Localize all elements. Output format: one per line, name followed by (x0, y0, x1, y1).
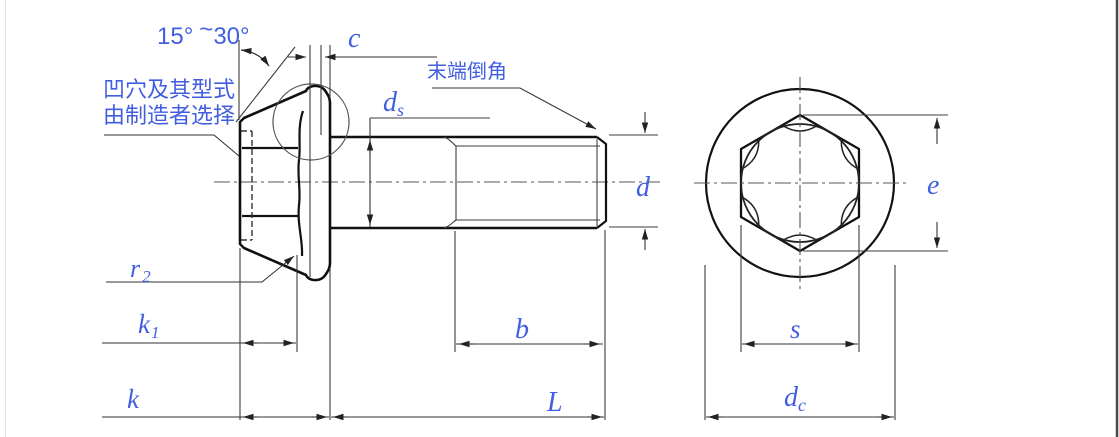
recess-note-line1: 凹穴及其型式 (103, 77, 235, 102)
hidden-recess-dashed-lines (241, 130, 253, 241)
shank-outline (330, 135, 597, 230)
extension-lines-end-view (704, 114, 948, 420)
r2-main: r (130, 254, 141, 283)
dim-label-c: c (348, 23, 361, 54)
k1-sub: 1 (151, 323, 160, 342)
k1-main: k (138, 309, 151, 339)
angle-dimension-arc (240, 47, 270, 67)
dim-label-dc: dc (784, 382, 806, 415)
hex-flange-junction-line (297, 110, 305, 257)
dim-label-b: b (515, 314, 529, 345)
bolt-head-flange-outline (238, 84, 332, 282)
dim-label-ds: ds (383, 87, 404, 120)
ds-main: d (383, 87, 398, 118)
angle-max: 30° (213, 23, 249, 50)
dim-label-L: L (546, 387, 563, 418)
dim-label-k1: k1 (138, 309, 159, 342)
bolt-end-chamfer-outline (596, 136, 608, 229)
dc-main: d (784, 382, 799, 413)
recess-note-line2: 由制造者选择 (103, 103, 235, 128)
ds-sub: s (397, 100, 404, 120)
angle-label: 15°~30° (157, 16, 250, 50)
end-chamfer-note: 末端倒角 (427, 60, 507, 83)
angle-tilde: ~ (199, 16, 213, 43)
angle-min: 15° (157, 23, 193, 50)
detail-circle (272, 83, 350, 161)
r2-sub: 2 (142, 267, 151, 286)
thread-root-lines (443, 136, 600, 229)
end-chamfer-leader (432, 87, 597, 130)
dc-sub: c (798, 395, 806, 415)
r2-leader (106, 255, 295, 283)
recess-note-leader (104, 134, 240, 157)
dim-label-e: e (927, 170, 939, 201)
dim-label-d: d (636, 172, 651, 203)
dim-label-k: k (127, 384, 140, 414)
extension-lines-side-view (235, 40, 658, 420)
dim-label-s: s (790, 314, 801, 344)
